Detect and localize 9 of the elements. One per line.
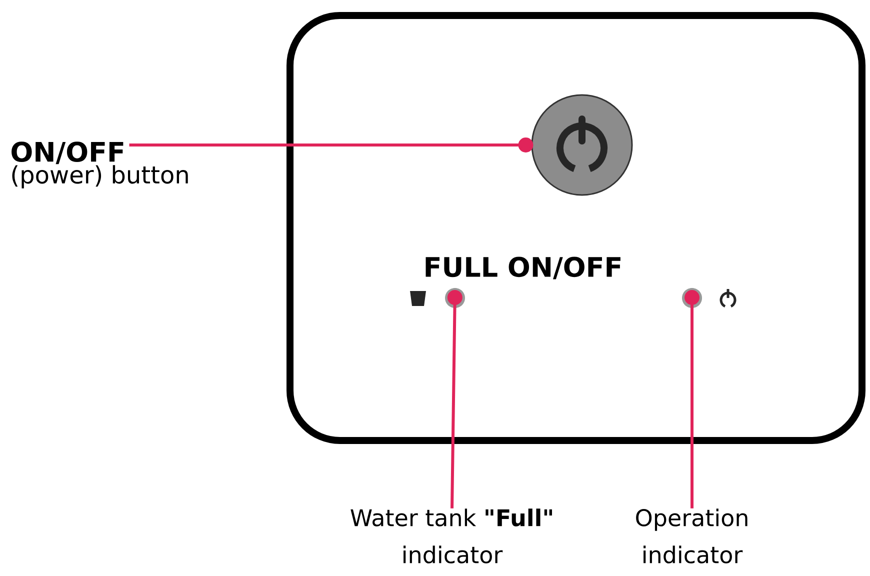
callout-text: ON/OFF (power) button xyxy=(12,142,188,188)
panel-label: FULL ON/OFF xyxy=(426,256,620,280)
panel-outline xyxy=(286,12,866,444)
callout-text: Water tank "Full" indicator xyxy=(350,508,552,564)
callout-text: Operation indicator xyxy=(636,508,748,564)
leader-line xyxy=(447,290,462,508)
leader-line xyxy=(129,138,534,152)
leader-line xyxy=(684,290,700,508)
power-button xyxy=(531,94,633,196)
